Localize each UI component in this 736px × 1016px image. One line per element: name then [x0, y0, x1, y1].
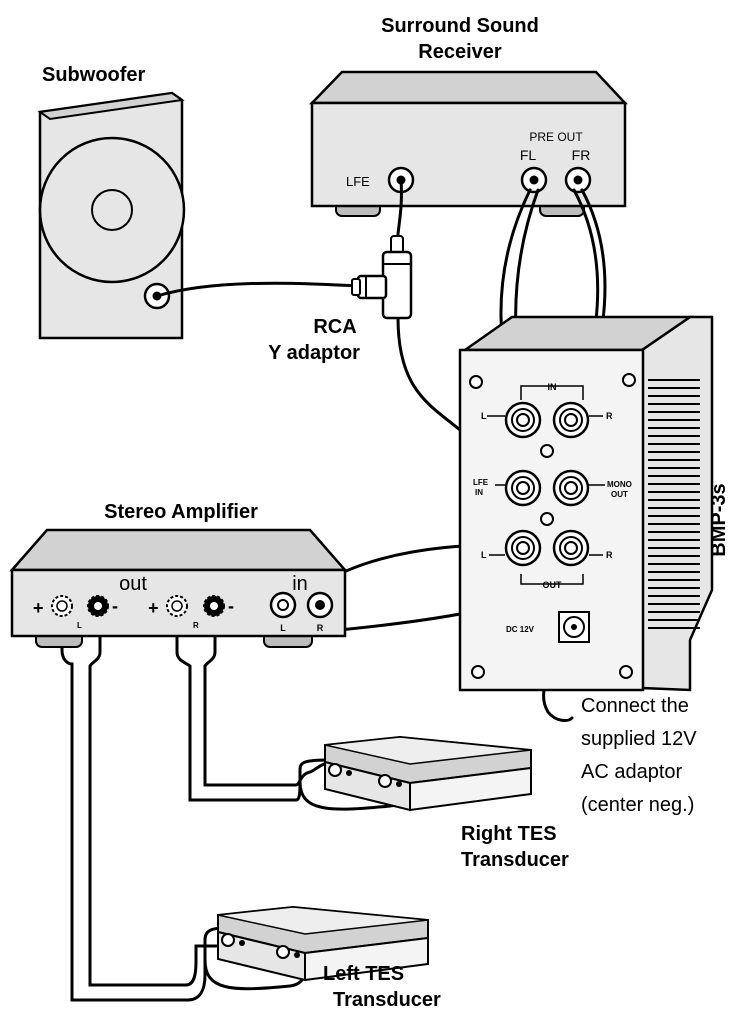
surround-receiver [309, 70, 628, 217]
bmp-dc-label: DC 12V [506, 625, 535, 634]
bmp-in-l-label: L [481, 411, 487, 421]
woofer-cone [38, 136, 186, 284]
bmp-3s-unit [458, 315, 714, 692]
left-tes-label-2: Transducer [333, 989, 441, 1011]
power-note-line3: AC adaptor [581, 761, 683, 783]
amp-l-plus-sign: + [33, 598, 44, 618]
stereo-amplifier [9, 528, 348, 648]
bmp-in-r-jack [552, 401, 590, 439]
amp-l-minus-sign: - [112, 596, 118, 616]
receiver-pre-out-label: PRE OUT [529, 130, 583, 144]
bmp-mono-label-1: MONO [607, 480, 632, 489]
right-tes-label-1: Right TES [461, 823, 557, 845]
receiver-title-line2: Receiver [418, 41, 502, 63]
rca-label-line2: Y adaptor [268, 342, 360, 364]
receiver-fr-label: FR [572, 147, 591, 163]
bmp-lfe-in-label-1: LFE [473, 478, 489, 487]
amp-l-minus-terminal [87, 595, 109, 617]
power-note-line2: supplied 12V [581, 728, 697, 750]
power-note-line1: Connect the [581, 695, 689, 717]
amp-out-label: out [119, 573, 147, 595]
bmp-title: BMP-3s [708, 483, 730, 556]
amp-r-plus-sign: + [148, 598, 159, 618]
bmp-mono-label-2: OUT [611, 490, 628, 499]
right-tes-transducer [324, 735, 532, 812]
cable-right-tes-a [175, 616, 332, 802]
amp-out-l-small: L [77, 621, 82, 630]
subwoofer [37, 91, 186, 340]
bmp-out-r-label: R [606, 550, 613, 560]
amp-r-plus-terminal [166, 595, 188, 617]
bmp-out-l-label: L [481, 550, 487, 560]
heatsink-fins [648, 379, 700, 629]
bmp-mono-out-jack [552, 469, 590, 507]
right-tes-label-2: Transducer [461, 849, 569, 871]
power-note-line4: (center neg.) [581, 794, 694, 816]
subwoofer-title: Subwoofer [42, 64, 146, 86]
amp-l-plus-terminal [51, 595, 73, 617]
bmp-in-l-jack [504, 401, 542, 439]
cable-left-tes-a [60, 616, 228, 1002]
amp-r-minus-terminal [203, 595, 225, 617]
cable-subwoofer [155, 281, 360, 298]
bmp-out-l-jack [504, 529, 542, 567]
bmp-out-r-jack [552, 529, 590, 567]
bmp-dc-socket [558, 611, 590, 643]
amp-in-l-small: L [280, 623, 286, 633]
cable-left-tes-b [88, 616, 234, 987]
bmp-in-label: IN [548, 382, 557, 392]
rca-y-adaptor [351, 235, 413, 320]
left-tes-label-1: Left TES [323, 963, 404, 985]
amp-title: Stereo Amplifier [104, 501, 258, 523]
receiver-title-line1: Surround Sound [381, 15, 539, 37]
bmp-out-label: OUT [543, 580, 563, 590]
rca-label-line1: RCA [313, 316, 356, 338]
receiver-fl-label: FL [520, 147, 537, 163]
bmp-in-r-label: R [606, 411, 613, 421]
bmp-lfe-in-jack [504, 469, 542, 507]
receiver-lfe-label: LFE [346, 174, 370, 189]
left-tes-transducer [217, 905, 429, 982]
amp-in-label: in [292, 573, 308, 595]
amp-in-r-small: R [317, 623, 324, 633]
amp-out-r-small: R [193, 621, 199, 630]
woofer-dustcap [91, 189, 133, 231]
bmp-lfe-in-label-2: IN [475, 488, 483, 497]
amp-r-minus-sign: - [228, 596, 234, 616]
